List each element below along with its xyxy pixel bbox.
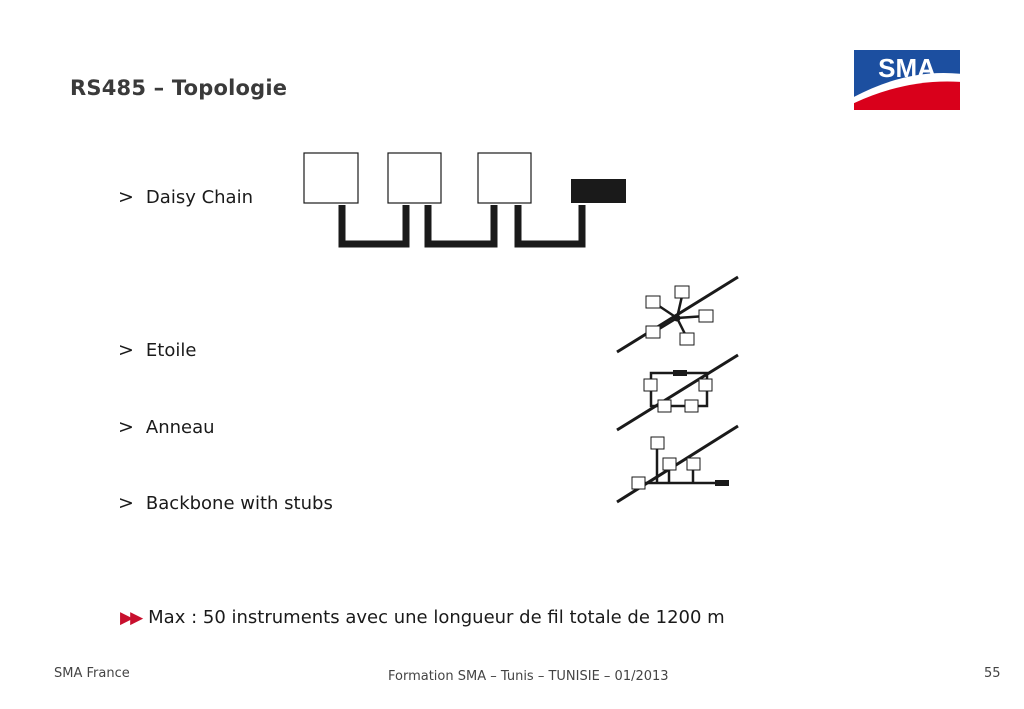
slide-title: RS485 – Topologie (70, 76, 288, 100)
sma-logo: SMA (854, 50, 960, 110)
terminator-block (715, 480, 729, 486)
diagonal-divider (616, 424, 739, 504)
star-diagram (616, 275, 739, 354)
device-box (698, 309, 714, 323)
sma-logo-text: SMA (878, 53, 936, 83)
device-box (674, 285, 690, 299)
note-text: Max : 50 instruments avec une longueur d… (148, 607, 725, 628)
bullet-marker: > (118, 492, 134, 514)
footer-course: Formation SMA – Tunis – TUNISIE – 01/201… (388, 669, 669, 684)
bullet-marker: > (118, 416, 134, 438)
device-box (303, 152, 359, 204)
double-arrow-icon: ▶▶ (120, 607, 143, 628)
ring-diagram (616, 353, 739, 432)
device-box (650, 436, 665, 450)
device-box (645, 325, 661, 339)
bullet-daisy-chain: > Daisy Chain (118, 186, 253, 208)
device-box (679, 332, 695, 346)
bullet-label: Backbone with stubs (145, 493, 333, 514)
device-box (645, 295, 661, 309)
backbone-diagram (616, 424, 739, 504)
bullet-marker: > (118, 339, 134, 361)
bullet-label: Etoile (145, 340, 197, 361)
device-box (684, 399, 699, 413)
terminator-block (673, 370, 687, 376)
device-box (631, 476, 646, 490)
bullet-marker: > (118, 186, 134, 208)
device-box (657, 399, 672, 413)
daisy-chain-diagram (303, 152, 626, 248)
cable-segment (514, 205, 586, 248)
bullet-etoile: > Etoile (118, 339, 196, 361)
terminator-block (571, 179, 626, 203)
device-box (387, 152, 442, 204)
cable-segment (338, 205, 410, 248)
device-box (643, 378, 658, 392)
max-instruments-note: ▶▶ Max : 50 instruments avec une longueu… (120, 607, 725, 628)
device-box (662, 457, 677, 471)
bullet-label: Anneau (145, 417, 215, 438)
device-box (698, 378, 713, 392)
bullet-label: Daisy Chain (145, 187, 253, 208)
cable-segment (424, 205, 498, 248)
diagonal-divider (616, 353, 739, 432)
footer-company: SMA France (54, 666, 130, 681)
page-number: 55 (984, 666, 1001, 681)
device-box (477, 152, 532, 204)
bullet-anneau: > Anneau (118, 416, 215, 438)
device-box (686, 457, 701, 471)
bullet-backbone: > Backbone with stubs (118, 492, 333, 514)
